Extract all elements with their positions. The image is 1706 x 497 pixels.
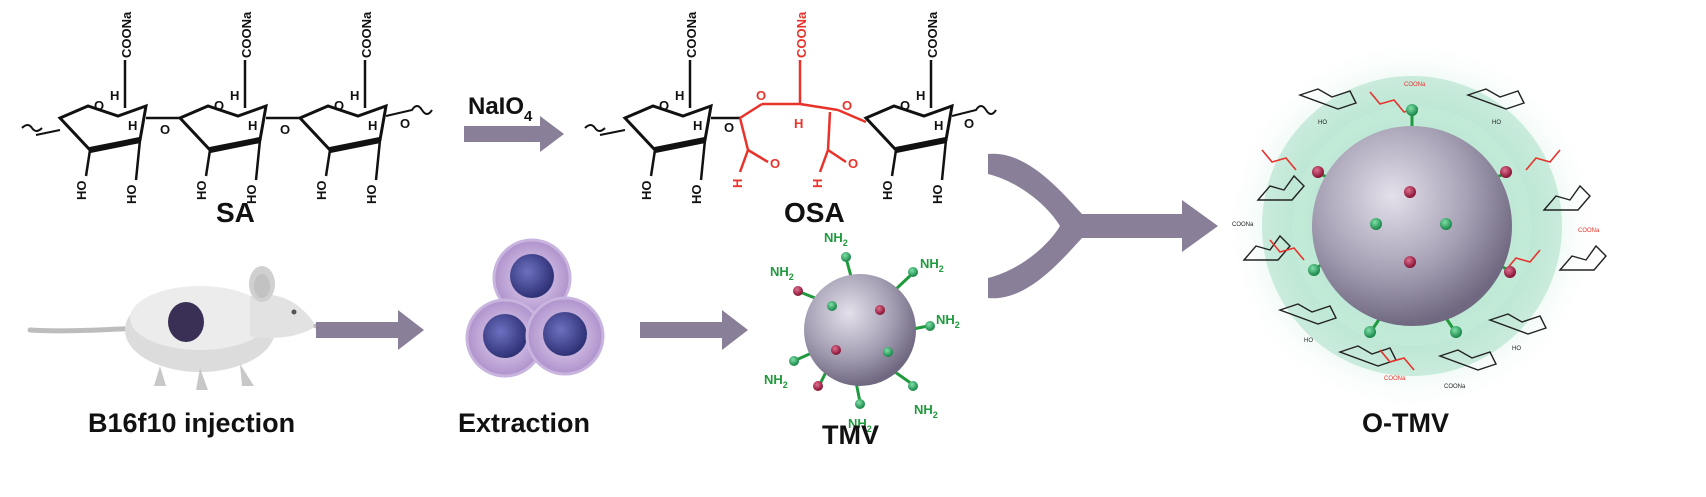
coona-label: COONa <box>684 11 699 58</box>
amine-label: NH2 <box>824 230 848 248</box>
amine-label: NH2 <box>770 264 794 282</box>
coona-mini-label: COONa <box>1384 376 1406 382</box>
aldehyde-oxygen-label: O <box>770 156 780 171</box>
hydrogen-label: H <box>368 118 377 133</box>
oxidized-unit <box>738 60 867 173</box>
sa-label: SA <box>216 197 255 228</box>
aldehyde-hydrogen-label: H <box>810 179 825 188</box>
coona-mini-label: COONa <box>1578 228 1600 234</box>
mouse-illustration <box>27 266 319 390</box>
ring-oxygen-label: O <box>94 98 104 113</box>
reagent-label: NaIO4 <box>468 93 533 125</box>
hydrogen-label: H <box>934 118 943 133</box>
hydrogen-label: H <box>128 118 137 133</box>
ring-oxygen-label: O <box>214 98 224 113</box>
hydroxyl-label: HO <box>74 181 89 201</box>
coona-mini-label: COONa <box>1232 222 1254 228</box>
hydrogen-label: H <box>916 88 925 103</box>
tumor-spot <box>168 302 204 342</box>
coona-mini-label: COONa <box>1444 384 1466 390</box>
tmv-particle <box>789 252 935 409</box>
link-oxygen-label: O <box>280 122 290 137</box>
hydroxyl-label: HO <box>689 185 704 205</box>
hydroxyl-label: HO <box>880 181 895 201</box>
tmv-label: TMV <box>822 420 879 450</box>
link-oxygen-label: O <box>964 116 974 131</box>
hydroxyl-label: HO <box>639 181 654 201</box>
otmv-particle: HO HO HO HO COONa COONa COONa COONa COON… <box>1222 36 1607 416</box>
hydrogen-label: H <box>675 88 684 103</box>
hydrogen-label: H <box>693 118 702 133</box>
hydrogen-label: H <box>110 88 119 103</box>
amine-label: NH2 <box>848 416 872 434</box>
ring-oxygen-label: O <box>334 98 344 113</box>
hydrogen-label: H <box>794 116 803 131</box>
hydroxyl-label: HO <box>194 181 209 201</box>
ring-oxygen-label: O <box>900 98 910 113</box>
tumor-cells-illustration <box>465 238 605 378</box>
aldehyde-oxygen-label: O <box>848 156 858 171</box>
link-oxygen-label: O <box>160 122 170 137</box>
amine-label: NH2 <box>914 402 938 420</box>
coona-label: COONa <box>794 11 809 58</box>
ring-oxygen-label: O <box>659 98 669 113</box>
coona-mini-label: COONa <box>1404 82 1426 88</box>
ho-mini-label: HO <box>1318 120 1327 126</box>
link-oxygen-label: O <box>724 120 734 135</box>
hydrogen-label: H <box>230 88 239 103</box>
extraction-label: Extraction <box>458 408 590 438</box>
coona-label: COONa <box>925 11 940 58</box>
hydrogen-label: H <box>248 118 257 133</box>
hydroxyl-label: HO <box>124 185 139 205</box>
coona-label: COONa <box>119 11 134 58</box>
coona-label: COONa <box>359 11 374 58</box>
process-arrow <box>640 310 748 350</box>
ho-mini-label: HO <box>1304 338 1313 344</box>
process-arrow <box>316 310 424 350</box>
osa-structure: O O COONa H O O O H H COONa COONa O O H … <box>584 11 997 205</box>
amine-label: NH2 <box>920 256 944 274</box>
aldehyde-oxygen-label: O <box>756 88 766 103</box>
amine-label: NH2 <box>936 312 960 330</box>
link-oxygen-label: O <box>400 116 410 131</box>
aldehyde-hydrogen-label: H <box>730 179 745 188</box>
amine-label: NH2 <box>764 372 788 390</box>
reaction-arrow <box>464 116 564 152</box>
otmv-label: O-TMV <box>1362 408 1449 438</box>
hydroxyl-label: HO <box>364 185 379 205</box>
ho-mini-label: HO <box>1512 346 1521 352</box>
hydroxyl-label: HO <box>314 181 329 201</box>
merge-arrow <box>988 153 1218 299</box>
coona-label: COONa <box>239 11 254 58</box>
aldehyde-oxygen-label: O <box>842 98 852 113</box>
injection-label: B16f10 injection <box>88 408 295 438</box>
hydroxyl-label: HO <box>244 185 259 205</box>
hydrogen-label: H <box>350 88 359 103</box>
osa-label: OSA <box>784 197 845 228</box>
hydroxyl-label: HO <box>930 185 945 205</box>
sa-structure: COONa COONa COONa O O O H H H H H H O O … <box>21 11 433 205</box>
ho-mini-label: HO <box>1492 120 1501 126</box>
